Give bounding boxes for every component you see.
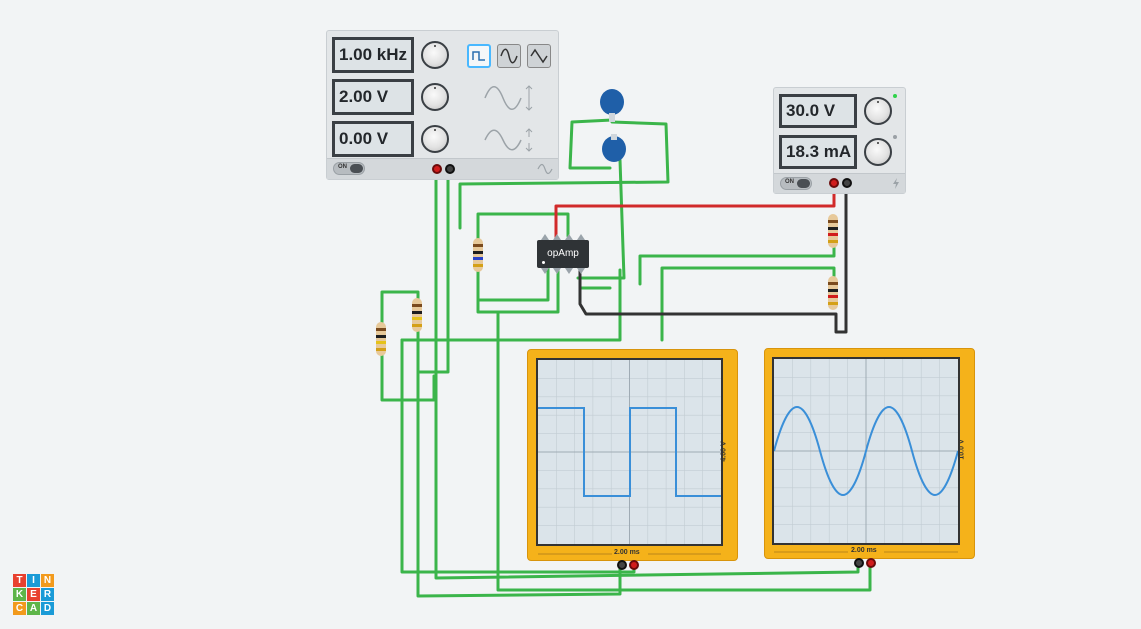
capacitor-1[interactable] — [598, 88, 626, 124]
resistor-1[interactable] — [471, 236, 485, 274]
cv-indicator-icon — [893, 94, 897, 98]
logo-letter: K — [13, 588, 26, 601]
logo-letter: D — [41, 602, 54, 615]
resistor-5[interactable] — [826, 274, 840, 312]
oscilloscope-right-negative-terminal[interactable] — [854, 558, 864, 568]
oscilloscope-right-grid — [774, 359, 958, 543]
wire-left-res — [380, 290, 420, 324]
square-wave-icon — [472, 51, 485, 61]
logo-letter: C — [13, 602, 26, 615]
opamp-label: opAmp — [547, 248, 579, 259]
wire-psu-b — [638, 242, 836, 286]
power-supply-negative-terminal[interactable] — [842, 178, 852, 188]
oscilloscope-right-trace — [774, 405, 958, 497]
oscilloscope-left-grid — [538, 360, 721, 544]
logo-letter: N — [41, 574, 54, 587]
oscilloscope-right-positive-terminal[interactable] — [866, 558, 876, 568]
dc-offset-display: 0.00 V — [332, 121, 414, 157]
resistor-4[interactable] — [826, 212, 840, 250]
wire-fg-black — [416, 168, 450, 374]
oscilloscope-right-time-label: 2.00 ms — [851, 547, 877, 554]
capacitor-2[interactable] — [600, 134, 628, 170]
logo-letter: I — [27, 574, 40, 587]
resistor-2[interactable] — [410, 296, 424, 334]
current-knob[interactable] — [864, 138, 892, 166]
logo-letter: R — [41, 588, 54, 601]
oscilloscope-right[interactable]: 2.00 ms 10.0 V — [764, 348, 975, 559]
resistor-3[interactable] — [374, 320, 388, 358]
wire-res1-down — [476, 266, 550, 302]
square-wave-button[interactable] — [467, 44, 491, 68]
wire-cap-loop — [568, 118, 614, 170]
voltage-knob[interactable] — [864, 97, 892, 125]
wire-long-a — [496, 310, 872, 592]
voltage-display: 30.0 V — [779, 94, 857, 128]
wire-scope-left-red — [416, 332, 622, 598]
sine-wave-button[interactable] — [497, 44, 521, 68]
cc-indicator-icon — [893, 135, 897, 139]
frequency-knob[interactable] — [421, 41, 449, 69]
wire-psu-black — [578, 184, 848, 334]
triangle-wave-button[interactable] — [527, 44, 551, 68]
amplitude-knob[interactable] — [421, 83, 449, 111]
logo-letter: E — [27, 588, 40, 601]
power-supply-positive-terminal[interactable] — [829, 178, 839, 188]
function-generator-positive-terminal[interactable] — [432, 164, 442, 174]
amplitude-illustration-icon — [484, 85, 533, 111]
bolt-icon — [893, 178, 899, 189]
wave-brand-icon — [537, 163, 553, 175]
oscilloscope-left-trace — [538, 407, 721, 497]
oscilloscope-left-volt-label: 4.00 V — [720, 441, 728, 462]
oscilloscope-right-screen — [772, 357, 960, 545]
amplitude-display: 2.00 V — [332, 79, 414, 115]
oscilloscope-left-negative-terminal[interactable] — [617, 560, 627, 570]
wire-left-res-b — [380, 352, 436, 402]
oscilloscope-right-scale-lines — [774, 551, 958, 553]
wire-cap2-down — [576, 158, 626, 280]
logo-letter: T — [13, 574, 26, 587]
function-generator-footer: ON — [327, 158, 558, 179]
function-generator: 1.00 kHz 2.00 V 0.00 V ON — [326, 30, 559, 180]
oscilloscope-left-positive-terminal[interactable] — [629, 560, 639, 570]
wire-cap-loop-2 — [458, 120, 670, 230]
wire-scope-loop — [400, 268, 622, 342]
opamp-pins — [541, 234, 585, 274]
oscilloscope-left-time-label: 2.00 ms — [614, 549, 640, 556]
tinkercad-logo[interactable]: T I N K E R C A D — [13, 574, 56, 617]
dc-offset-knob[interactable] — [421, 125, 449, 153]
oscilloscope-left-screen — [536, 358, 723, 546]
function-generator-negative-terminal[interactable] — [445, 164, 455, 174]
frequency-display: 1.00 kHz — [332, 37, 414, 73]
logo-letter: A — [27, 602, 40, 615]
oscilloscope-right-volt-label: 10.0 V — [958, 439, 966, 460]
power-supply-footer: ON — [774, 173, 905, 193]
oscilloscope-left-scale-lines — [538, 553, 721, 555]
dc-power-supply: 30.0 V 18.3 mA ON — [773, 87, 906, 194]
wire-psu-red — [554, 184, 836, 240]
wire-psu-c — [660, 266, 836, 342]
oscilloscope-left[interactable]: 2.00 ms 4.00 V — [527, 349, 738, 561]
offset-illustration-icon — [484, 128, 533, 152]
power-supply-power-toggle[interactable]: ON — [780, 177, 812, 190]
function-generator-power-toggle[interactable]: ON — [333, 162, 365, 175]
opamp-chip[interactable]: opAmp — [537, 240, 589, 268]
sine-wave-icon — [500, 48, 518, 64]
opamp-pin1-dot — [542, 261, 545, 264]
current-display: 18.3 mA — [779, 135, 857, 169]
triangle-wave-icon — [530, 48, 548, 64]
